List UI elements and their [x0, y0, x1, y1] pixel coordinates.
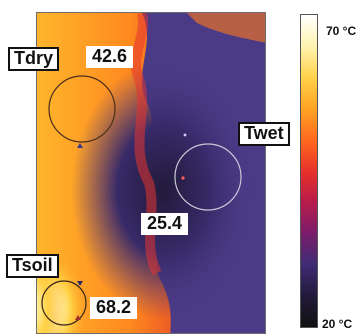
scale-max-label: 70 °C: [326, 24, 357, 38]
twet-measure-circle: [174, 143, 242, 211]
tdry-measure-circle: [48, 75, 116, 143]
temperature-colorbar: [300, 14, 318, 328]
tsoil-value: 68.2: [90, 297, 138, 319]
tdry-value: 42.6: [86, 46, 134, 68]
tsoil-marker-icon: [75, 315, 81, 320]
tdry-marker-icon: [77, 143, 83, 148]
tsoil-label: Tsoil: [6, 254, 59, 278]
hot-core: [37, 188, 112, 333]
twet-top-dot: [183, 133, 187, 137]
twet-center-dot: [181, 176, 185, 180]
twet-value: 25.4: [141, 213, 189, 235]
top-right-warm: [187, 13, 265, 43]
tdry-label: Tdry: [8, 47, 60, 71]
thermal-image-canvas: [37, 13, 265, 333]
twet-label: Twet: [238, 122, 290, 146]
tsoil-measure-circle: [41, 280, 87, 326]
scale-min-label: 20 °C: [322, 317, 353, 331]
thermal-image: [36, 12, 266, 334]
tsoil-marker-top-icon: [77, 281, 83, 286]
